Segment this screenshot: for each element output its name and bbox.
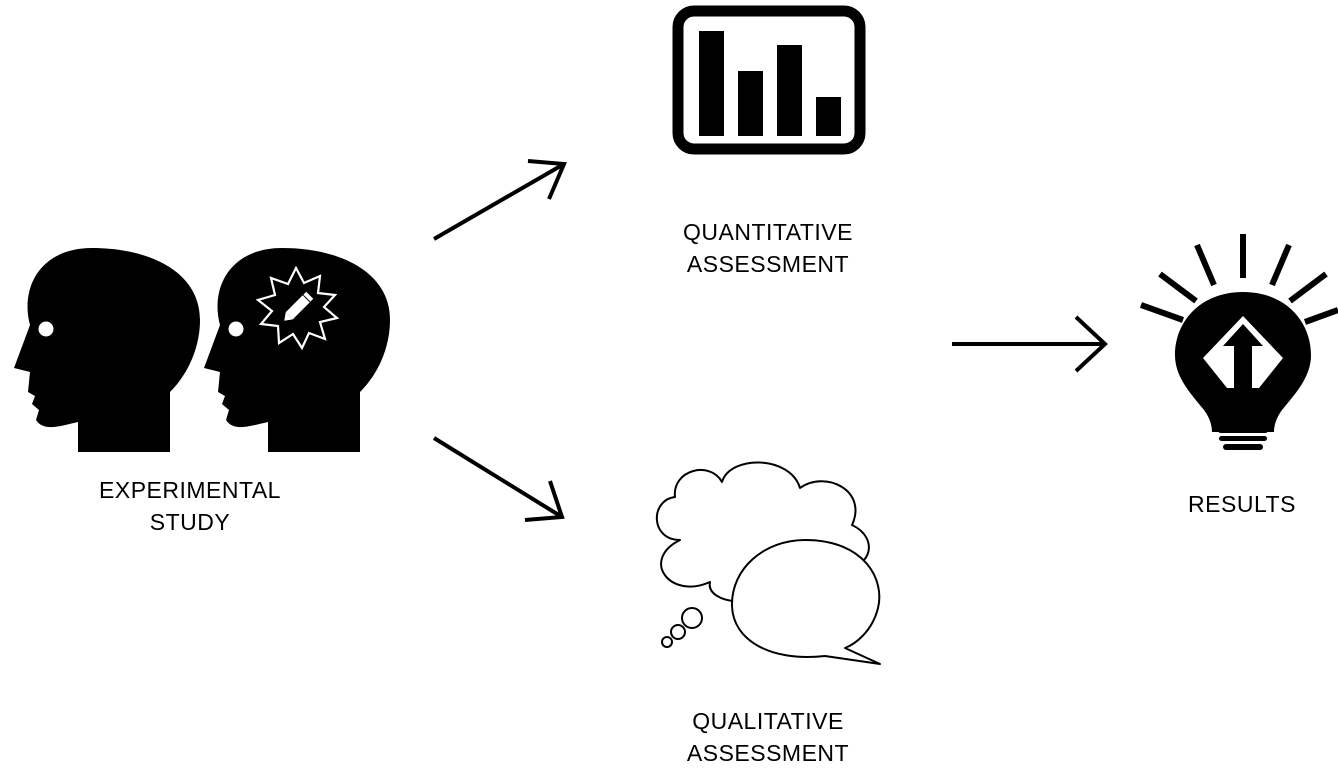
arrow-to-qualitative — [432, 436, 565, 522]
bar-chart-icon — [672, 5, 866, 155]
quantitative-line2: ASSESSMENT — [686, 251, 850, 277]
head-right-icon — [204, 248, 390, 452]
quantitative-line1: QUANTITATIVE — [683, 219, 853, 245]
arrow-to-results — [952, 315, 1108, 373]
experimental-study-line2: STUDY — [149, 509, 231, 535]
pencil-icon — [284, 291, 314, 321]
speech-bubbles-icon — [655, 461, 881, 665]
qualitative-line2: ASSESSMENT — [686, 740, 850, 766]
qualitative-line1: QUALITATIVE — [692, 708, 844, 734]
experimental-study-label: EXPERIMENTAL STUDY — [40, 474, 340, 538]
arrow-to-quantitative — [433, 159, 567, 241]
lightbulb-icon — [1139, 234, 1338, 450]
qualitative-assessment-label: QUALITATIVE ASSESSMENT — [618, 705, 918, 769]
head-left-icon — [14, 248, 200, 452]
quantitative-assessment-label: QUANTITATIVE ASSESSMENT — [618, 216, 918, 280]
results-label: RESULTS — [1142, 488, 1338, 520]
starburst-icon — [255, 265, 340, 351]
results-line1: RESULTS — [1188, 491, 1296, 517]
experimental-study-line1: EXPERIMENTAL — [99, 477, 281, 503]
